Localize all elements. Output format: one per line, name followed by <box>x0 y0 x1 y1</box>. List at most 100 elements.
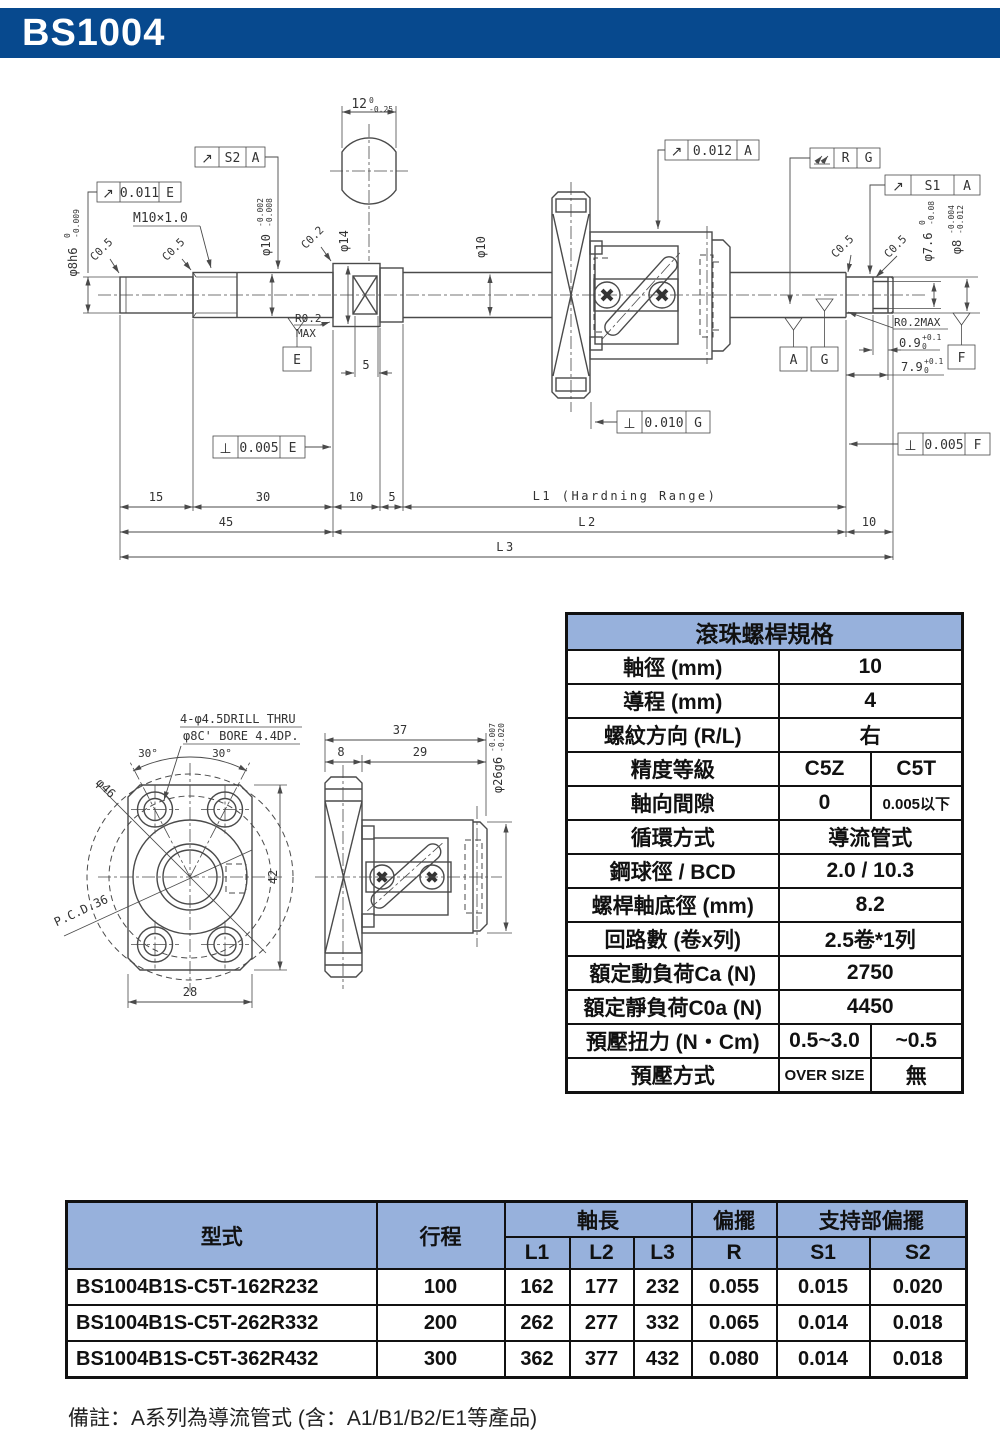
main-drawing: 12 0 -0.25 ↗ S2 A ↗ 0.011 E ↗ 0.012 A <box>63 96 991 560</box>
svg-text:5: 5 <box>362 358 369 372</box>
svg-text:F: F <box>974 438 982 453</box>
col-header-runout: 偏擺 <box>690 1200 778 1238</box>
spec-label: 額定靜負荷C0a (N) <box>565 989 780 1025</box>
svg-text:MAX: MAX <box>296 327 316 340</box>
svg-text:-0.007: -0.007 <box>488 723 497 752</box>
svg-text:0.9: 0.9 <box>899 336 921 350</box>
svg-text:37: 37 <box>393 723 407 737</box>
svg-text:10: 10 <box>862 515 876 529</box>
runout-icon: ↗ <box>892 179 904 195</box>
svg-text:E: E <box>293 353 301 368</box>
svg-text:0.012: 0.012 <box>693 144 732 159</box>
page-title: BS1004 <box>22 11 166 54</box>
spec-label: 螺桿軸底徑 (mm) <box>565 887 780 923</box>
spec-label: 循環方式 <box>565 819 780 855</box>
col-header-s2: S2 <box>868 1236 968 1270</box>
spec-label: 精度等級 <box>565 751 780 787</box>
svg-text:C0.5: C0.5 <box>829 233 857 261</box>
spec-value: 4450 <box>777 989 964 1025</box>
svg-text:A: A <box>744 144 752 159</box>
svg-text:C0.5: C0.5 <box>160 236 188 264</box>
svg-text:S2: S2 <box>225 151 241 166</box>
spec-label: 預壓扭力 (N・Cm) <box>565 1023 780 1059</box>
model-name: BS1004B1S-C5T-362R432 <box>65 1340 378 1379</box>
svg-text:φ14: φ14 <box>337 230 351 252</box>
svg-text:0.005: 0.005 <box>924 438 963 453</box>
spec-value: 2.5卷*1列 <box>777 921 964 957</box>
m10-thread-label: M10×1.0 <box>133 211 212 269</box>
dim-79: 7.9 +0.1 0 <box>846 357 944 378</box>
dim-12: 12 <box>351 97 367 112</box>
svg-text:-0.012: -0.012 <box>956 205 965 234</box>
svg-text:+0.1: +0.1 <box>922 333 941 342</box>
svg-text:φ8h6: φ8h6 <box>66 248 80 277</box>
r02max-right-label: R0.2MAX <box>847 311 948 330</box>
svg-text:C0.2: C0.2 <box>299 224 327 252</box>
svg-text:15: 15 <box>149 490 163 504</box>
datum-a: A <box>779 317 808 372</box>
spec-value: 4 <box>777 683 964 719</box>
col-header-s1: S1 <box>775 1236 871 1270</box>
model-name: BS1004B1S-C5T-162R232 <box>65 1268 378 1306</box>
spec-label: 鋼球徑 / BCD <box>565 853 780 889</box>
spec-value: 10 <box>777 649 964 685</box>
svg-text:29: 29 <box>413 745 427 759</box>
spec-value: C5Z <box>777 751 872 787</box>
nut-detail-drawing: 30° 30° φ46 P.C.D.36 4-φ4.5DRILL THRU φ8… <box>52 712 512 1008</box>
svg-text:φ7.6: φ7.6 <box>921 233 935 262</box>
dia-76-label: φ7.6 0 -0.08 <box>888 201 941 309</box>
svg-text:L3: L3 <box>496 540 515 554</box>
svg-text:φ46: φ46 <box>93 776 118 801</box>
col-header-shaft-length: 軸長 <box>503 1200 693 1238</box>
screw-icon <box>655 288 669 302</box>
svg-text:10: 10 <box>349 490 363 504</box>
dia-10-label: φ10 <box>474 236 493 316</box>
svg-text:0.011: 0.011 <box>120 186 159 201</box>
datum-e: E <box>282 317 312 372</box>
svg-text:φ10: φ10 <box>474 236 488 258</box>
spec-value: 右 <box>777 717 964 753</box>
r02-max-left-label: R0.2 MAX <box>294 312 331 340</box>
perpendicularity-icon: ⊥ <box>904 438 916 454</box>
runout-icon: ↗ <box>201 151 213 167</box>
chamfer-labels-left: C0.5 C0.5 C0.2 <box>88 224 332 274</box>
total-runout-icon <box>814 155 830 165</box>
svg-text:-0.08: -0.08 <box>927 201 936 225</box>
svg-text:E: E <box>166 186 174 201</box>
svg-text:R: R <box>842 151 850 166</box>
svg-text:0: 0 <box>63 233 72 238</box>
spec-value: 無 <box>869 1057 964 1094</box>
svg-text:G: G <box>821 353 829 368</box>
svg-text:R0.2MAX: R0.2MAX <box>894 316 941 329</box>
spec-label: 預壓方式 <box>565 1057 780 1094</box>
svg-text:30°: 30° <box>212 747 232 760</box>
screw-icon <box>600 288 614 302</box>
col-header-model: 型式 <box>65 1200 378 1270</box>
fcf-rg: R G <box>787 147 881 304</box>
flange-face-view: 30° 30° φ46 P.C.D.36 4-φ4.5DRILL THRU φ8… <box>52 712 302 1008</box>
fcf-perp-005f: ⊥ 0.005 F <box>849 432 991 456</box>
perpendicularity-icon: ⊥ <box>623 416 635 432</box>
spec-value: 0.005以下 <box>869 785 964 821</box>
footnote: 備註：A系列為導流管式 (含：A1/B1/B2/E1等產品) <box>68 1407 538 1430</box>
col-header-stroke: 行程 <box>375 1200 506 1270</box>
return-tube <box>367 840 445 912</box>
spec-table: 滾珠螺桿規格 軸徑 (mm)10 導程 (mm)4 螺紋方向 (R/L)右 精度… <box>565 612 964 1094</box>
col-header-l1: L1 <box>503 1236 571 1270</box>
bolt-holes <box>131 785 249 969</box>
svg-text:-0.002: -0.002 <box>256 198 265 227</box>
svg-text:42: 42 <box>266 870 280 884</box>
svg-text:φ8: φ8 <box>950 240 964 254</box>
svg-text:P.C.D.36: P.C.D.36 <box>52 892 110 929</box>
spec-value: OVER SIZE <box>777 1057 872 1094</box>
spec-label: 回路數 (卷x列) <box>565 921 780 957</box>
col-header-l3: L3 <box>632 1236 693 1270</box>
spec-label: 軸徑 (mm) <box>565 649 780 685</box>
svg-text:-0.009: -0.009 <box>72 209 81 238</box>
svg-text:G: G <box>694 416 702 431</box>
cbore-callout: φ8C' BORE 4.4DP. <box>183 729 299 743</box>
spec-value: 0 <box>777 785 872 821</box>
length-dimensions: 15 30 10 5 L1 (Hardning Range) 45 L2 10 … <box>119 315 894 560</box>
